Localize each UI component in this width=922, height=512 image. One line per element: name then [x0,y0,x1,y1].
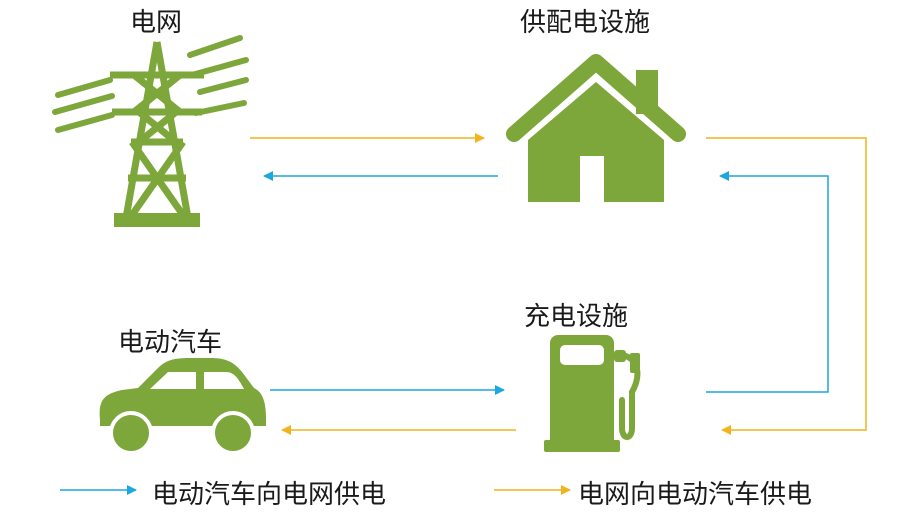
house-icon [506,54,686,202]
power-tower-icon [52,35,249,227]
grid-label: 电网 [130,8,183,38]
arrow-charger-to-distribution [706,171,829,393]
charger-label: 充电设施 [524,302,629,332]
legend-label-g2v: 电网向电动汽车供电 [578,480,813,510]
arrow-distribution-to-charger [706,137,867,435]
charging-station-icon [544,335,641,452]
distribution-label: 供配电设施 [520,8,651,38]
ev-label: 电动汽车 [118,328,223,358]
car-icon [99,358,266,455]
legend-label-v2g: 电动汽车向电网供电 [152,480,387,510]
